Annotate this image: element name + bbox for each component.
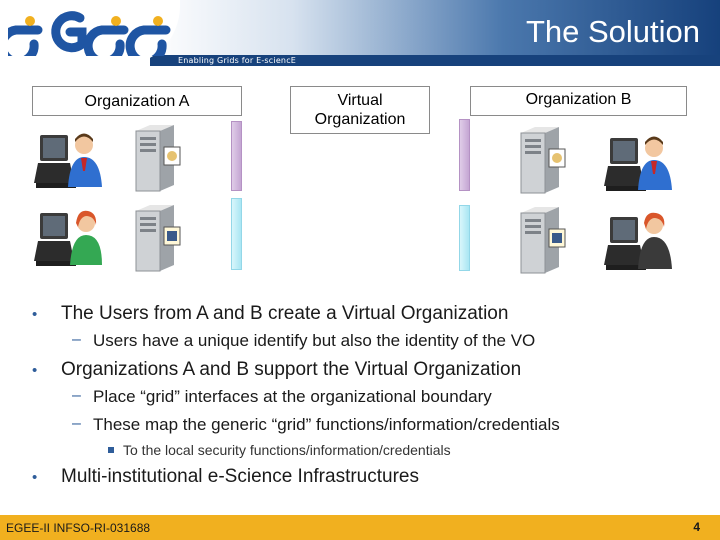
interface-bar-a-bottom: [231, 198, 242, 270]
org-b-label: Organization B: [470, 86, 687, 116]
page-number: 4: [693, 520, 700, 534]
server-tower-icon: [135, 125, 181, 192]
interface-bar-b-bottom: [459, 205, 470, 271]
interface-bar-b-top: [459, 119, 470, 191]
bullet-3: Multi-institutional e-Science Infrastruc…: [61, 466, 419, 487]
bullet-1: The Users from A and B create a Virtual …: [61, 303, 509, 324]
bullet-dot: •: [32, 362, 38, 379]
bullet-2-sub-2: These map the generic “grid” functions/i…: [93, 415, 560, 434]
bullet-dot: •: [32, 469, 38, 486]
bullet-square: [108, 447, 114, 453]
bullet-2-sub-2-sub: To the local security functions/informat…: [123, 442, 451, 458]
user-at-computer-icon: [604, 212, 672, 270]
logo-tagline: Enabling Grids for E-sciencE: [178, 56, 297, 65]
bullet-2: Organizations A and B support the Virtua…: [61, 359, 522, 380]
bullet-2-sub-1: Place “grid” interfaces at the organizat…: [93, 387, 492, 406]
bullet-dot: •: [32, 306, 38, 323]
user-at-computer-icon: [34, 210, 102, 266]
vo-label: Virtual Organization: [290, 86, 430, 134]
interface-bar-a-top: [231, 121, 242, 191]
bullet-1-sub: Users have a unique identify but also th…: [93, 331, 536, 350]
bullet-dash: –: [72, 387, 81, 404]
bullet-dash: –: [72, 415, 81, 432]
footer-project-id: EGEE-II INFSO-RI-031688: [6, 521, 151, 535]
slide-header: Enabling Grids for E-sciencE The Solutio…: [0, 0, 720, 66]
user-at-computer-icon: [34, 133, 102, 188]
server-tower-icon: [520, 207, 566, 274]
bullet-dash: –: [72, 331, 81, 348]
user-at-computer-icon: [604, 136, 672, 191]
server-tower-icon: [135, 205, 181, 272]
header-stripe: [150, 55, 720, 66]
slide-footer: EGEE-II INFSO-RI-031688 4: [0, 515, 720, 540]
egee-logo: [8, 11, 171, 56]
server-tower-icon: [520, 127, 566, 194]
header-gradient-bar: [150, 0, 720, 55]
logo-area: [0, 0, 180, 66]
slide-title: The Solution: [525, 14, 700, 49]
org-a-label: Organization A: [32, 86, 242, 116]
